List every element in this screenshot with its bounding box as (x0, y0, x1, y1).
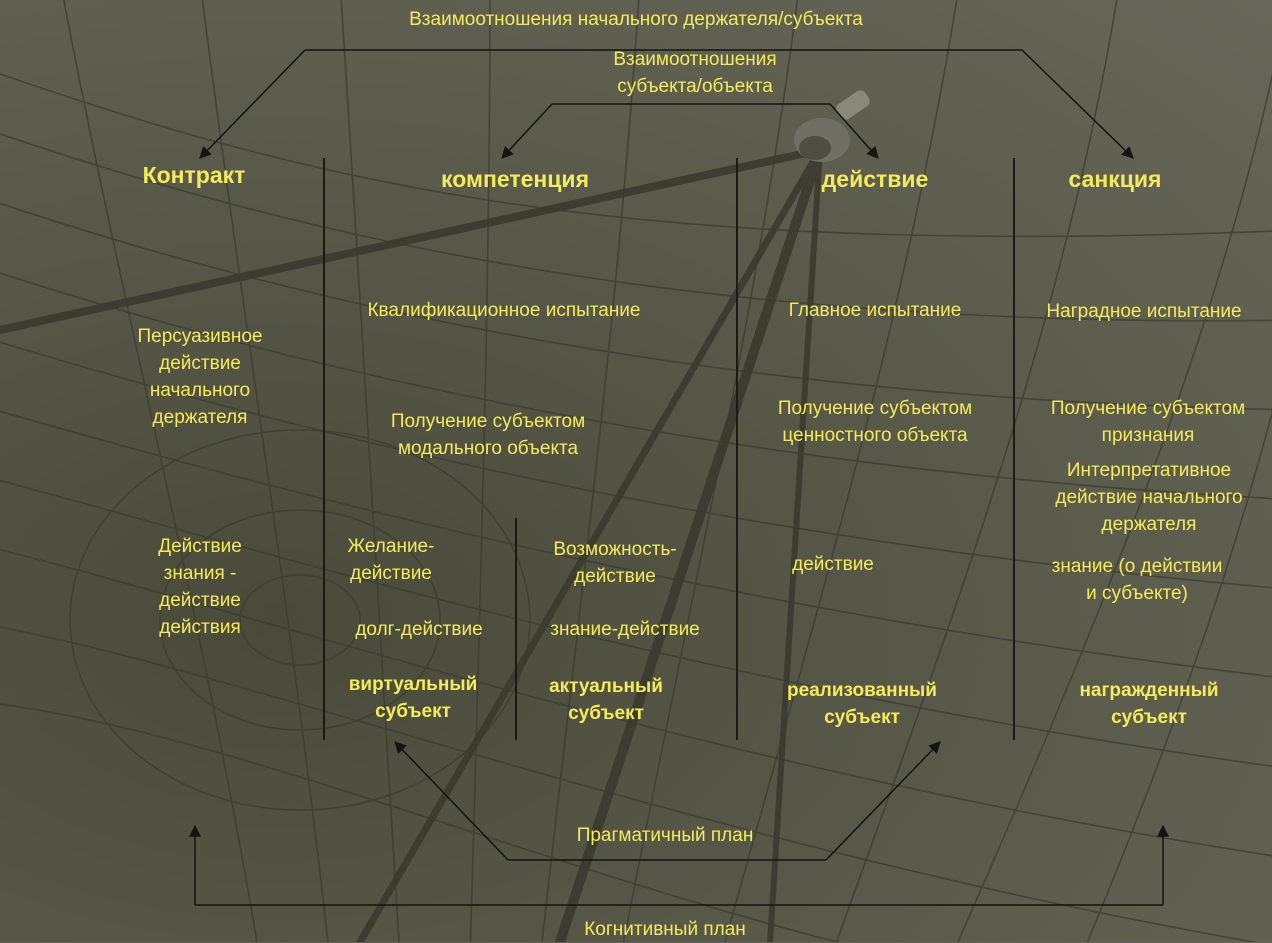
action-label: действие (792, 554, 874, 575)
subject-object-arrow-left (501, 103, 553, 159)
divider-contract-competence (323, 158, 325, 740)
header-action: действие (821, 166, 929, 192)
knowledge-action-label: Действие знания - действие действия (158, 536, 242, 638)
subject-object-relation-label: Взаимоотношения субъекта/объекта (613, 49, 777, 97)
satellite-icon (794, 90, 870, 162)
header-competence: компетенция (441, 166, 589, 192)
holder-subject-arrow-right (1021, 49, 1134, 159)
actual-subject-label: актуальный субъект (549, 676, 663, 724)
main-test-label: Главное испытание (788, 300, 962, 321)
recognition-label: Получение субъектом признания (1050, 398, 1246, 446)
realized-subject-label: реализованный субъект (787, 680, 937, 728)
value-object-label: Получение субъектом ценностного объекта (777, 398, 973, 446)
knowledge-about-action-label: знание (о действии и субъекте) (1051, 556, 1223, 604)
header-sanction: санкция (1068, 166, 1162, 192)
knowledge-action-competence-label: знание-действие (550, 619, 700, 640)
subject-object-arrow-right (829, 103, 879, 159)
duty-action-label: долг-действие (355, 619, 483, 640)
qualifying-test-label: Квалификационное испытание (367, 300, 641, 321)
holder-subject-relation-label: Взаимоотношения начального держателя/суб… (409, 9, 863, 30)
divider-action-sanction (1013, 158, 1015, 740)
divider-competence-action (736, 158, 738, 740)
header-contract: Контракт (142, 162, 246, 188)
pragmatic-plan-label: Прагматичный план (576, 825, 754, 846)
rewarded-subject-label: награжденный субъект (1079, 680, 1219, 728)
cognitive-plan-label: Когнитивный план (584, 919, 746, 940)
pragmatic-arrow-left (394, 741, 509, 861)
interpretive-action-label: Интерпретативное действие начального дер… (1055, 460, 1243, 535)
modal-object-label: Получение субъектом модального объекта (390, 411, 586, 459)
pragmatic-arrow-right (825, 741, 941, 861)
possibility-action-label: Возможность- действие (553, 539, 677, 587)
divider-competence-internal (515, 518, 517, 740)
holder-subject-arrow-left (199, 49, 306, 159)
desire-action-label: Желание- действие (347, 536, 435, 584)
virtual-subject-label: виртуальный субъект (348, 674, 478, 722)
reward-test-label: Наградное испытание (1046, 301, 1242, 322)
persuasive-action-label: Персуазивное действие начального держате… (137, 326, 263, 428)
